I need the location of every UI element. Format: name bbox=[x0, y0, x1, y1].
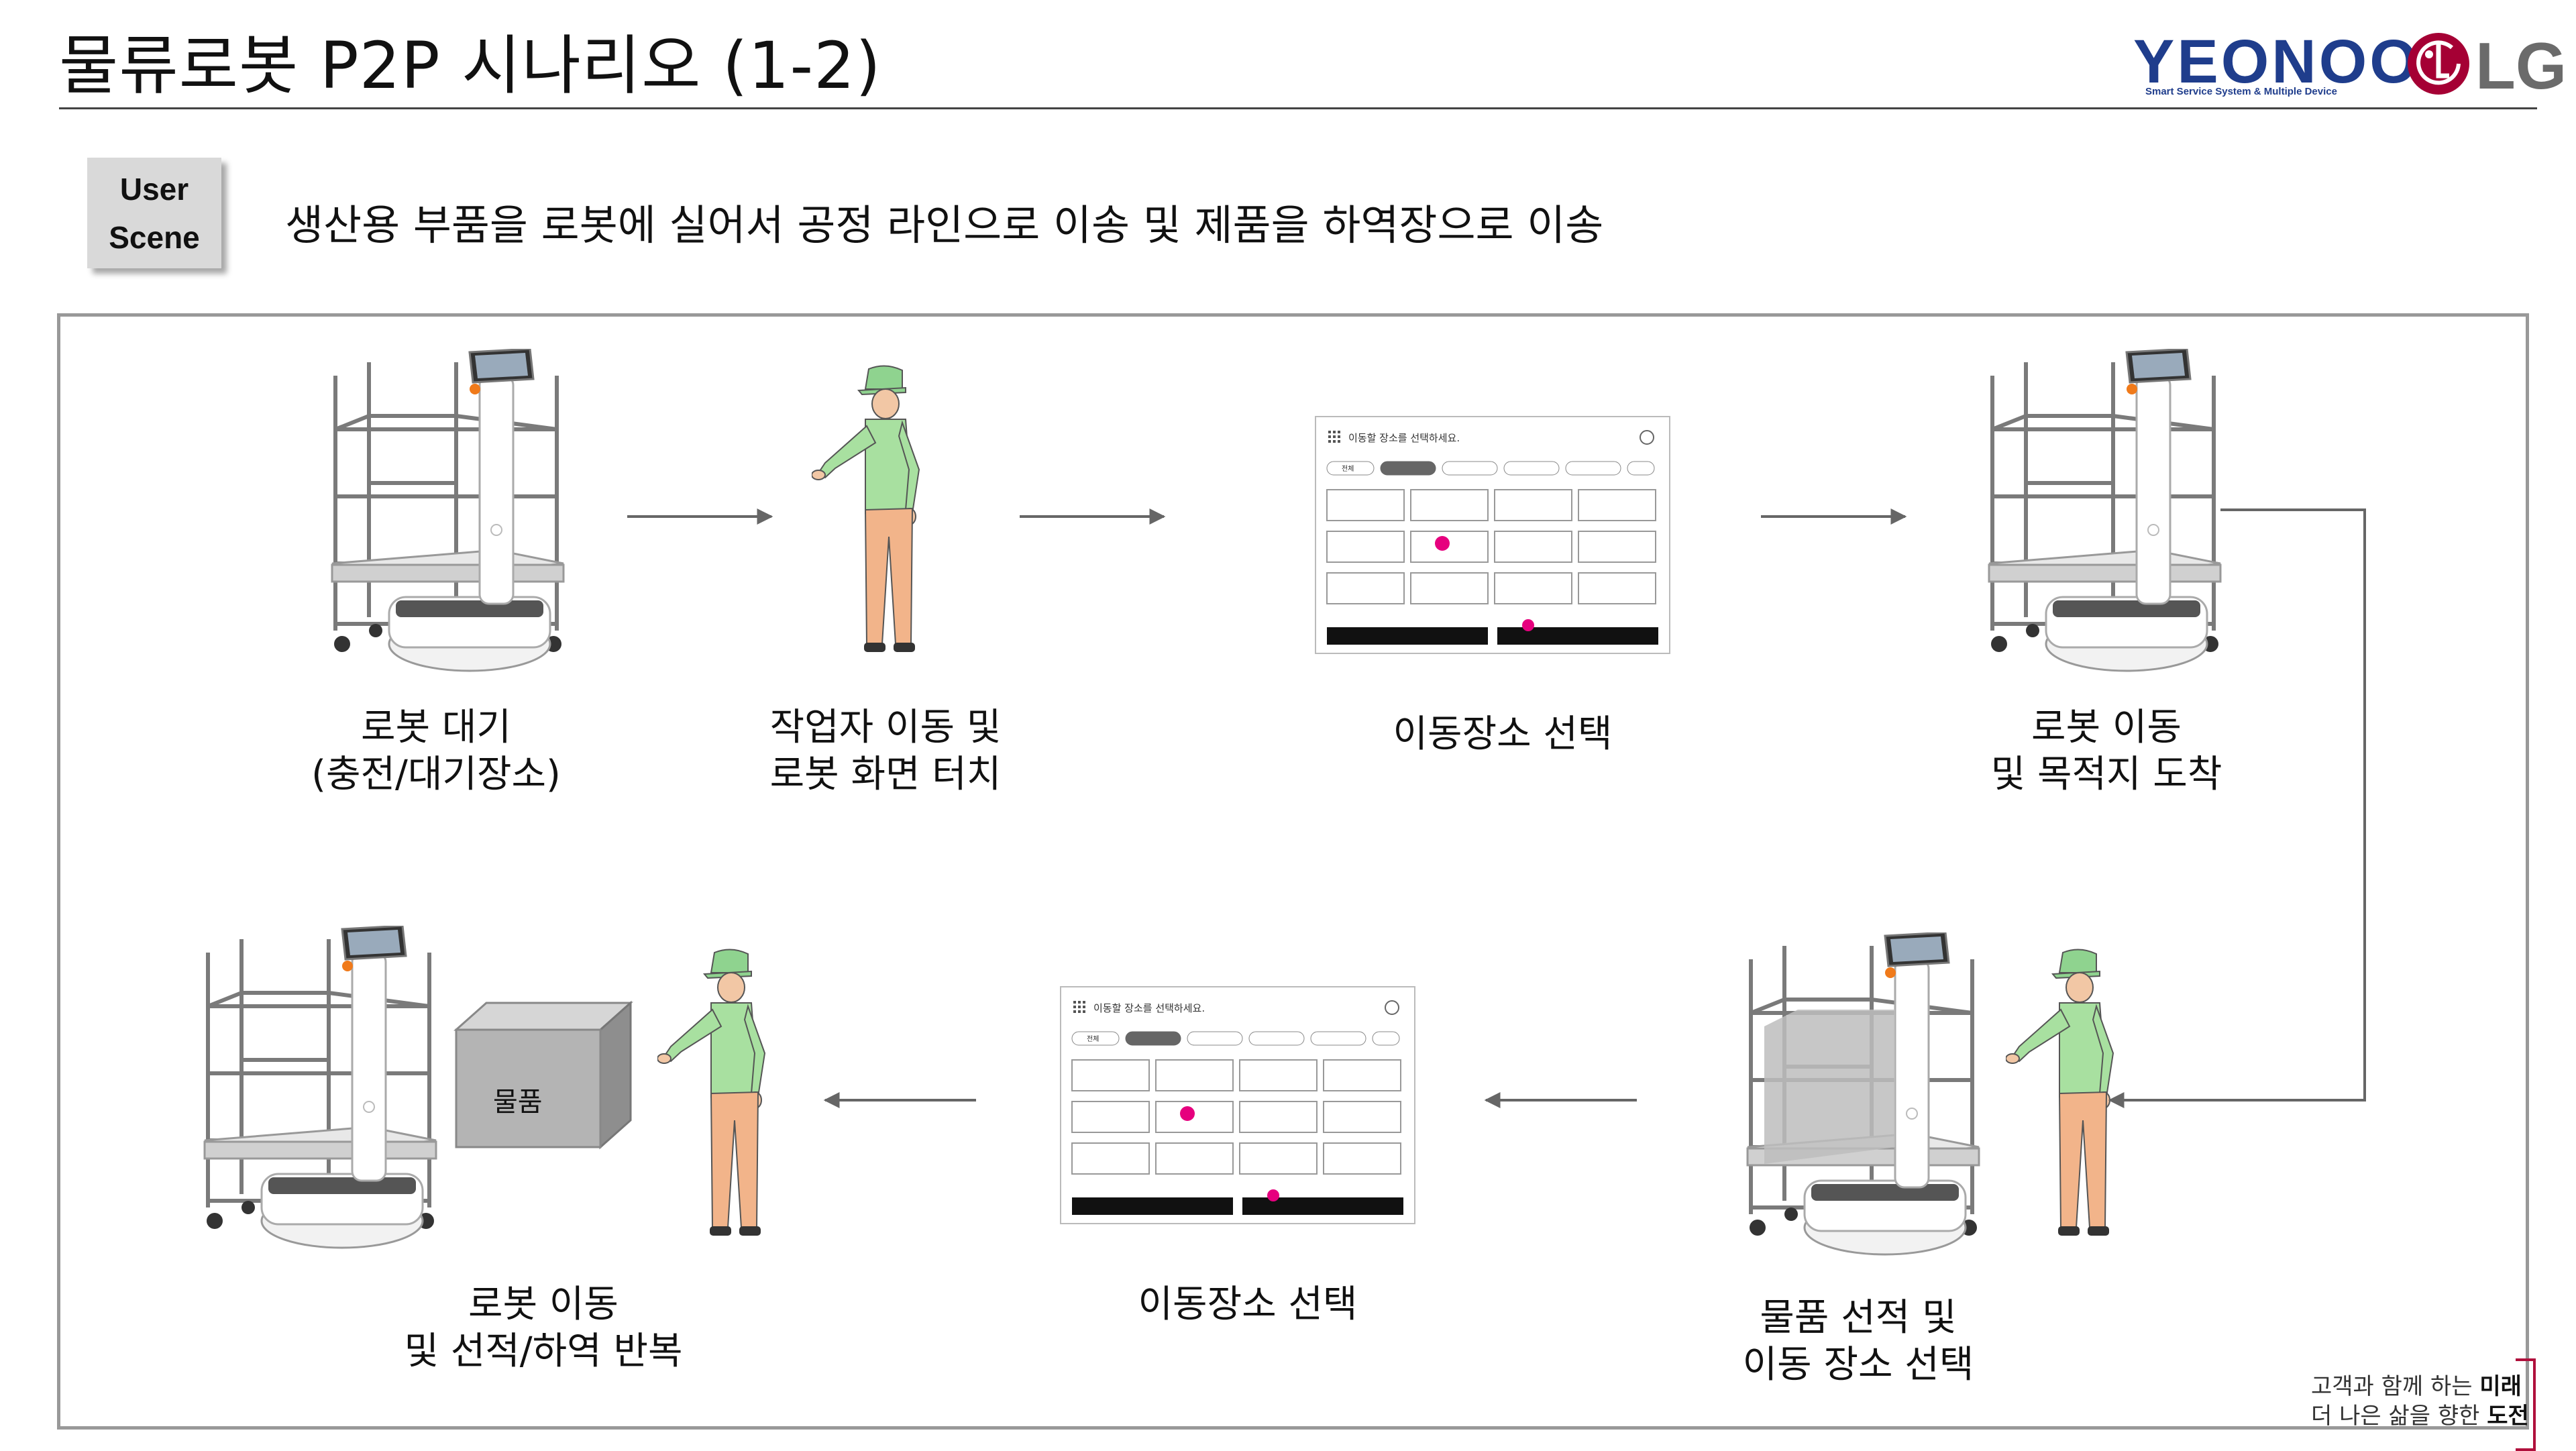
svg-text:전체: 전체 bbox=[1087, 1035, 1099, 1043]
screen-tab-selected[interactable] bbox=[1125, 1031, 1181, 1046]
touch-point-icon bbox=[1435, 536, 1450, 551]
location-cell[interactable] bbox=[1410, 531, 1489, 563]
location-cell[interactable] bbox=[1578, 531, 1656, 563]
worker-illustration-2 bbox=[2006, 946, 2140, 1248]
screen-tab[interactable] bbox=[1503, 461, 1560, 476]
screen-tabs: 전체 bbox=[1326, 461, 1655, 476]
lg-face-icon bbox=[2408, 33, 2469, 95]
location-cell[interactable] bbox=[1155, 1101, 1234, 1133]
screen-tab[interactable] bbox=[1627, 461, 1655, 476]
screen-button-right[interactable] bbox=[1242, 1197, 1403, 1215]
screen-tab[interactable] bbox=[1310, 1031, 1366, 1046]
screen-tab[interactable] bbox=[1565, 461, 1621, 476]
yeonoo-tagline: Smart Service System & Multiple Device bbox=[2145, 86, 2337, 97]
touch-point-icon bbox=[1267, 1189, 1279, 1201]
location-cell[interactable] bbox=[1326, 531, 1405, 563]
location-cell[interactable] bbox=[1155, 1142, 1234, 1175]
screen-tab[interactable] bbox=[1248, 1031, 1305, 1046]
location-cell[interactable] bbox=[1239, 1101, 1318, 1133]
worker-illustration-1 bbox=[812, 362, 946, 664]
step-label-select-destination-2: 이동장소 선택 bbox=[1138, 1283, 1358, 1326]
screen-button-left[interactable] bbox=[1327, 627, 1488, 645]
scene-description: 생산용 부품을 로봇에 실어서 공정 라인으로 이송 및 제품을 하역장으로 이… bbox=[285, 201, 1604, 250]
location-cell[interactable] bbox=[1239, 1059, 1318, 1091]
screen-tab[interactable] bbox=[1187, 1031, 1243, 1046]
location-grid bbox=[1071, 1059, 1401, 1175]
screen-title: 이동할 장소를 선택하세요. bbox=[1348, 432, 1460, 444]
robot-illustration-1 bbox=[322, 349, 590, 684]
footer-bracket-decoration bbox=[2516, 1358, 2536, 1451]
robot-screen-mockup-1: 이동할 장소를 선택하세요. 전체 bbox=[1315, 416, 1670, 654]
location-cell[interactable] bbox=[1578, 489, 1656, 521]
robot-screen-mockup-2: 이동할 장소를 선택하세요. 전체 bbox=[1060, 986, 1415, 1224]
scenario-flow-panel bbox=[57, 313, 2529, 1430]
robot-illustration-3 bbox=[1737, 932, 2006, 1268]
user-scene-badge-line1: User bbox=[119, 171, 189, 207]
page-title: 물류로봇 P2P 시나리오 (1-2) bbox=[59, 28, 881, 103]
user-scene-badge: User Scene bbox=[87, 158, 221, 268]
location-cell[interactable] bbox=[1494, 572, 1572, 604]
location-cell[interactable] bbox=[1239, 1142, 1318, 1175]
screen-button-left[interactable] bbox=[1072, 1197, 1233, 1215]
user-scene-badge-line2: Scene bbox=[109, 219, 200, 255]
screen-tab-all[interactable] bbox=[1071, 1031, 1120, 1046]
cargo-box-illustration bbox=[453, 1000, 633, 1150]
settings-gear-icon[interactable] bbox=[1385, 1000, 1399, 1015]
location-cell[interactable] bbox=[1494, 531, 1572, 563]
screen-tab[interactable] bbox=[1372, 1031, 1400, 1046]
location-cell[interactable] bbox=[1494, 489, 1572, 521]
robot-illustration-2 bbox=[1979, 349, 2247, 684]
location-cell[interactable] bbox=[1323, 1101, 1401, 1133]
settings-gear-icon[interactable] bbox=[1640, 430, 1654, 445]
robot-illustration-4 bbox=[195, 926, 463, 1261]
title-divider bbox=[59, 107, 2537, 109]
location-cell[interactable] bbox=[1326, 572, 1405, 604]
step-label-select-destination-1: 이동장소 선택 bbox=[1393, 712, 1613, 756]
location-cell[interactable] bbox=[1578, 572, 1656, 604]
location-cell[interactable] bbox=[1326, 489, 1405, 521]
yeonoo-logo: YEONOO bbox=[2133, 28, 2420, 96]
touch-point-icon bbox=[1180, 1106, 1195, 1121]
worker-illustration-3 bbox=[657, 946, 792, 1248]
location-cell[interactable] bbox=[1071, 1142, 1150, 1175]
location-grid bbox=[1326, 489, 1656, 604]
svg-text:전체: 전체 bbox=[1342, 465, 1354, 473]
cargo-box-label: 물품 bbox=[493, 1087, 543, 1118]
screen-title: 이동할 장소를 선택하세요. bbox=[1093, 1002, 1205, 1014]
screen-tab[interactable] bbox=[1442, 461, 1498, 476]
lg-logo-text: LG bbox=[2475, 29, 2567, 103]
step-label-robot-waiting: 로봇 대기(충전/대기장소) bbox=[311, 706, 561, 796]
screen-button-right[interactable] bbox=[1497, 627, 1658, 645]
screen-tab-all[interactable] bbox=[1326, 461, 1375, 476]
screen-tabs: 전체 bbox=[1071, 1031, 1400, 1046]
location-cell[interactable] bbox=[1410, 489, 1489, 521]
location-cell[interactable] bbox=[1155, 1059, 1234, 1091]
footer-slogan: 고객과 함께 하는 미래 더 나은 삶을 향한 도전 bbox=[2311, 1373, 2529, 1430]
location-cell[interactable] bbox=[1071, 1101, 1150, 1133]
screen-tab-selected[interactable] bbox=[1380, 461, 1436, 476]
location-cell[interactable] bbox=[1410, 572, 1489, 604]
location-cell[interactable] bbox=[1323, 1142, 1401, 1175]
location-cell[interactable] bbox=[1323, 1059, 1401, 1091]
location-cell[interactable] bbox=[1071, 1059, 1150, 1091]
touch-point-icon bbox=[1522, 619, 1534, 631]
